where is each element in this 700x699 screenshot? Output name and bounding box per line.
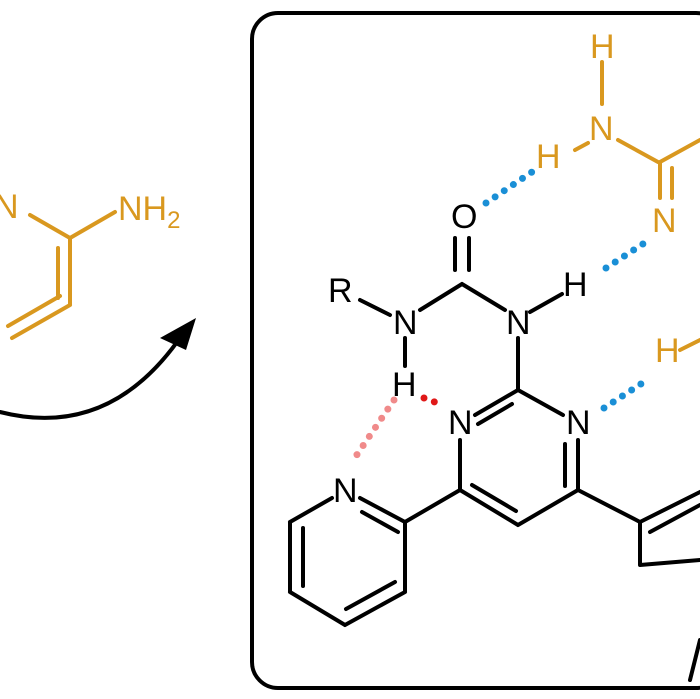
left-nh2-label: NH2: [118, 190, 180, 234]
host-atom-labels: O R N N H H N N N: [328, 198, 591, 510]
pyrimidine-n3-label: N: [566, 404, 591, 442]
urea-h-left-label: H: [392, 366, 417, 404]
host-bonds: [288, 236, 700, 682]
guest-h-left-label: H: [536, 138, 561, 176]
urea-n-left-label: N: [393, 304, 418, 342]
guest-n-top-label: N: [589, 110, 614, 148]
guest-molecule: H N H N H: [536, 28, 700, 370]
guest-h-top-label: H: [590, 28, 615, 66]
reaction-arrow: [0, 318, 196, 420]
urea-n-right-label: N: [506, 304, 531, 342]
r-group-label: R: [328, 272, 353, 310]
guest-n-ring-label: N: [652, 202, 677, 240]
hbond-blue-1: [482, 168, 536, 207]
guest-h-lower-label: H: [655, 332, 680, 370]
urea-o-label: O: [451, 198, 477, 236]
left-aminopyridine: N NH2: [0, 188, 180, 340]
hbond-red: [420, 394, 444, 408]
left-n-label: N: [0, 188, 19, 226]
pyrimidine-n1-label: N: [448, 404, 473, 442]
highlight-box: [250, 11, 700, 690]
urea-h-right-label: H: [563, 266, 588, 304]
pyridine-n-label: N: [333, 472, 358, 510]
hbond-blue-2: [602, 234, 656, 272]
hbond-pink: [348, 396, 398, 466]
hbond-blue-3: [600, 374, 654, 412]
